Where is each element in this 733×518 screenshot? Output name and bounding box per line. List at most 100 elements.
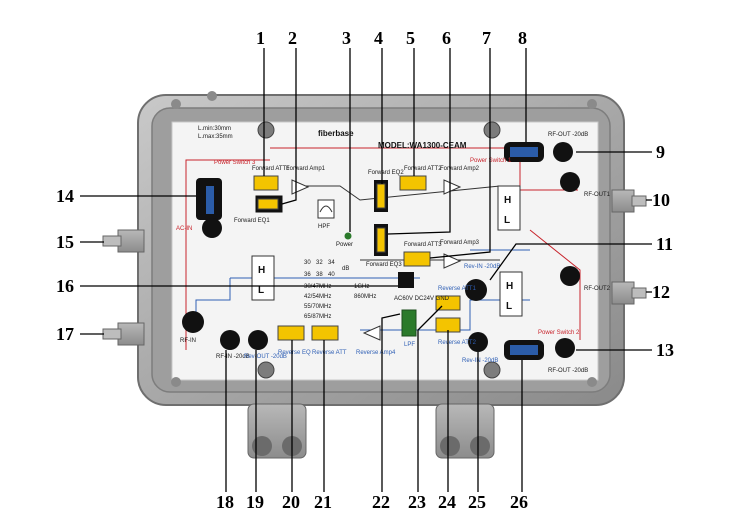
- callout-21: 21: [314, 492, 332, 512]
- callout-19: 19: [246, 492, 264, 512]
- rev-eq-jumper[interactable]: [277, 325, 305, 341]
- fwd-eq1-jumper[interactable]: [257, 198, 279, 210]
- rev-att2-jumper[interactable]: [435, 317, 461, 333]
- diplexer-h-label-3: H: [258, 265, 265, 276]
- panel-text: L.min:30mm L.max:35mm fiberbase MODEL:WA…: [176, 126, 611, 374]
- callout-25: 25: [468, 492, 486, 512]
- db-unit: dB: [342, 266, 349, 272]
- callout-12: 12: [652, 282, 670, 302]
- fwd-amp3-label: Forward Amp3: [440, 240, 480, 246]
- hpf-label: HPF: [318, 224, 330, 230]
- diplexer-right-lower: H L: [499, 271, 523, 317]
- strip-spec-1: L.min:30mm: [198, 126, 231, 132]
- callout-6: 6: [442, 28, 451, 48]
- fwd-att1-jumper[interactable]: [253, 175, 279, 191]
- test-ports: [182, 142, 580, 358]
- mounting-bracket-left: [247, 403, 307, 459]
- callout-17: 17: [56, 324, 74, 344]
- mounting-bracket-right: [435, 403, 495, 459]
- rf-out-test-top-label: RF-OUT -20dB: [548, 132, 588, 138]
- callout-10: 10: [652, 190, 670, 210]
- callout-5: 5: [406, 28, 415, 48]
- callout-9: 9: [656, 142, 665, 162]
- db-40: 40: [328, 272, 335, 278]
- callout-numbers: 1 2 3 4 5 6 7 8 9 10 11 12 13 14 15 16 1…: [56, 28, 674, 512]
- diplexer-l-label: L: [504, 215, 510, 226]
- callout-3: 3: [342, 28, 351, 48]
- rev-in-test-top-label: Rev-IN -20dB: [464, 264, 500, 270]
- rf-in-port[interactable]: [182, 311, 204, 333]
- band-option-2: 860MHz: [354, 294, 376, 300]
- fwd-eq2-jumper[interactable]: [376, 183, 386, 209]
- fwd-att1-label: Forward ATT1: [252, 166, 290, 172]
- model-label: MODEL:WA1300-CEAM: [378, 141, 467, 150]
- rev-amp4-label: Reverse Amp4: [356, 350, 396, 356]
- diplexer-forward: H L: [497, 185, 521, 231]
- rev-eq-label: Reverse EQ: [278, 350, 311, 356]
- fwd-eq3-jumper[interactable]: [376, 227, 386, 253]
- split-option-1: 30/47MHz: [304, 284, 331, 290]
- power-switch-2-label: Power Switch 2: [538, 330, 580, 336]
- rf-out1-port[interactable]: [560, 172, 580, 192]
- power-switch-3-fuse[interactable]: [206, 186, 214, 214]
- fwd-amp2-label: Forward Amp2: [440, 166, 480, 172]
- callout-20: 20: [282, 492, 300, 512]
- callout-4: 4: [374, 28, 383, 48]
- callout-14: 14: [56, 186, 74, 206]
- power-switch-2-fuse[interactable]: [510, 345, 538, 355]
- db-32: 32: [316, 260, 323, 266]
- power-switch-1-label: Power Switch 1: [470, 158, 512, 164]
- fwd-eq3-label: Forward EQ3: [366, 262, 402, 268]
- band-option-1: 1GHz: [354, 284, 369, 290]
- rf-in-label: RF-IN: [180, 338, 196, 344]
- callout-2: 2: [288, 28, 297, 48]
- fwd-eq1-label: Forward EQ1: [234, 218, 270, 224]
- rf-out-test-port-bottom[interactable]: [555, 338, 575, 358]
- rev-in-test-bottom-label: Rev-IN -20dB: [462, 358, 498, 364]
- fwd-att3-jumper[interactable]: [403, 251, 431, 267]
- diplexer-h-label: H: [504, 195, 511, 206]
- left-connector-rf: [102, 322, 145, 346]
- callout-7: 7: [482, 28, 491, 48]
- leader-lines: [80, 48, 652, 492]
- fwd-amp1-label: Forward Amp1: [286, 166, 326, 172]
- power-switches: [196, 142, 544, 360]
- rev-att-label: Reverse ATT: [312, 350, 347, 356]
- fwd-att2-jumper[interactable]: [399, 175, 427, 191]
- lpf-module: [401, 309, 417, 337]
- rf-in-test-port[interactable]: [220, 330, 240, 350]
- callout-22: 22: [372, 492, 390, 512]
- callout-16: 16: [56, 276, 74, 296]
- callout-18: 18: [216, 492, 234, 512]
- diplexer-l-label-3: L: [258, 285, 264, 296]
- lpf-label: LPF: [404, 342, 415, 348]
- rf-out-test-port-top[interactable]: [553, 142, 573, 162]
- callout-15: 15: [56, 232, 74, 252]
- fwd-att2-label: Forward ATT2: [404, 166, 442, 172]
- power-selector[interactable]: [398, 272, 414, 288]
- rev-att-jumper[interactable]: [311, 325, 339, 341]
- split-option-4: 65/87MHz: [304, 314, 331, 320]
- screws: [171, 91, 597, 387]
- rev-att1-label: Reverse ATT1: [438, 286, 477, 292]
- fwd-att3-label: Forward ATT3: [404, 242, 442, 248]
- rev-in-test-port-bottom[interactable]: [468, 332, 488, 352]
- power-label: Power: [336, 242, 353, 248]
- diplexer-left: H L: [251, 255, 275, 301]
- ac-in-label: AC-IN: [176, 226, 192, 232]
- db-36: 36: [304, 272, 311, 278]
- rf-out2-port[interactable]: [560, 266, 580, 286]
- rev-in-test-port-top[interactable]: [465, 279, 487, 301]
- ac-in-port[interactable]: [202, 218, 222, 238]
- strip-spec-2: L.max:35mm: [198, 134, 233, 140]
- right-connector-out1: [611, 189, 647, 213]
- callout-8: 8: [518, 28, 527, 48]
- left-connector-ac: [102, 229, 145, 253]
- rev-out-test-label: Rev-OUT -20dB: [244, 354, 287, 360]
- rf-in-test-label: RF-IN -20dB: [216, 354, 250, 360]
- rev-att2-label: Reverse ATT2: [438, 340, 477, 346]
- power-switch-1-fuse[interactable]: [510, 147, 538, 157]
- power-led: [344, 232, 352, 240]
- rev-out-test-port[interactable]: [248, 330, 268, 350]
- callout-13: 13: [656, 340, 674, 360]
